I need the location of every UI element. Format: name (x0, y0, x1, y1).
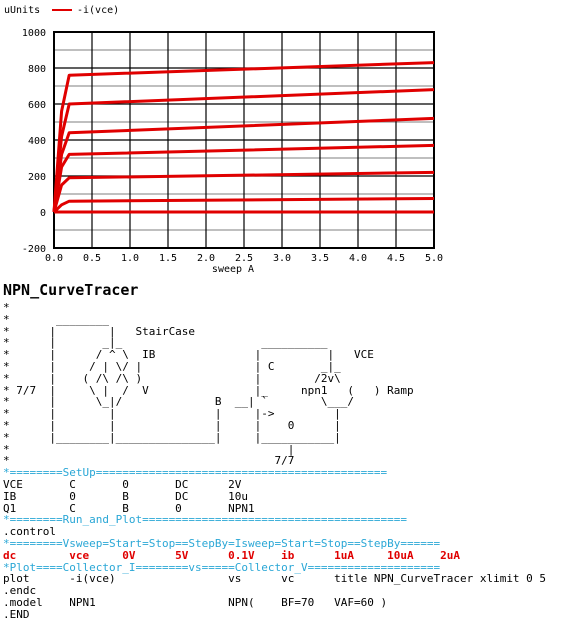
netlist-line: *========Vsweep=Start=Stop==StepBy=Iswee… (3, 537, 441, 550)
netlist-line: * 7/7 | \ | / V |_ npn1 ( ) Ramp (3, 383, 414, 397)
series-label: -i(vce) (77, 5, 119, 16)
netlist-line: * | / | \/ | | C _|_ (3, 360, 341, 373)
units-label: uUnits (4, 5, 40, 16)
netlist-line: IB 0 B DC 10u (3, 489, 249, 503)
x-tick-label: 3.0 (273, 253, 291, 264)
x-axis-label: sweep A (212, 264, 254, 275)
ic-curve-ib-1uA (52, 197, 435, 214)
netlist-line: * |________|_______________| |__________… (3, 430, 341, 444)
netlist-line: * | _|_ __________ (3, 336, 328, 350)
iv-curve-chart: uUnits -i(vce) 0.0 0.5 1.0 1.5 2.0 2.5 3.0 3.5 4… (4, 5, 443, 275)
x-tick-label: 4.5 (387, 253, 405, 264)
netlist-line: * 7/7 (3, 454, 295, 468)
netlist-line: Q1 C B 0 NPN1 (3, 501, 255, 515)
chart-legend: uUnits -i(vce) (4, 5, 119, 16)
x-tick-label: 3.5 (311, 253, 329, 264)
netlist-line: * ________ (3, 312, 109, 326)
y-tick-label: 800 (28, 64, 46, 75)
netlist-line: .endc (3, 584, 37, 598)
netlist-line: plot -i(vce) vs vc title NPN_CurveTracer… (3, 572, 547, 586)
x-tick-label: 2.5 (235, 253, 253, 264)
y-tick-label: 0 (40, 208, 46, 219)
y-tick-label: -200 (22, 244, 46, 255)
netlist-line: dc vce 0V 5V 0.1V ib 1uA 10uA 2uA (3, 548, 460, 562)
netlist-line: *========Run_and_Plot===================… (3, 513, 407, 527)
netlist-line: * | | | |-> | (3, 407, 341, 421)
x-tick-label: 1.0 (121, 253, 139, 264)
netlist-line: * | / ^ \ IB | | VCE (3, 348, 374, 362)
netlist-line: .END (3, 607, 30, 621)
x-tick-label: 1.5 (159, 253, 177, 264)
x-tick-label: 2.0 (197, 253, 215, 264)
netlist-line: *========SetUp==========================… (3, 466, 388, 480)
netlist-line: *Plot====Collector_I========vs=====Colle… (3, 560, 441, 574)
netlist-line: * | | StairCase (3, 324, 196, 338)
netlist-line: * | \_|/ B __| ` \___/ (3, 395, 354, 409)
netlist-line: .control (3, 525, 56, 539)
y-tick-label: 200 (28, 172, 46, 183)
netlist-line: VCE C 0 DC 2V (3, 478, 242, 491)
netlist-title: NPN_CurveTracer (3, 281, 139, 299)
x-tick-label: 4.0 (349, 253, 367, 264)
y-tick-label: 1000 (22, 28, 46, 39)
x-tick-label: 0.5 (83, 253, 101, 264)
netlist-line: * | | | | 0 | (3, 419, 341, 432)
x-tick-label: 5.0 (425, 253, 443, 264)
y-tick-label: 400 (28, 136, 46, 147)
netlist-line: .model NPN1 NPN( BF=70 VAF=60 ) (3, 596, 388, 609)
netlist-line: * (3, 301, 10, 314)
y-tick-label: 600 (28, 100, 46, 111)
x-tick-label: 0.0 (45, 253, 63, 264)
ic-curve-ib-11uA (52, 61, 435, 213)
netlist-line: * | ( /\ /\ ) | /2v\ (3, 371, 341, 385)
netlist-line: * | (3, 442, 295, 456)
